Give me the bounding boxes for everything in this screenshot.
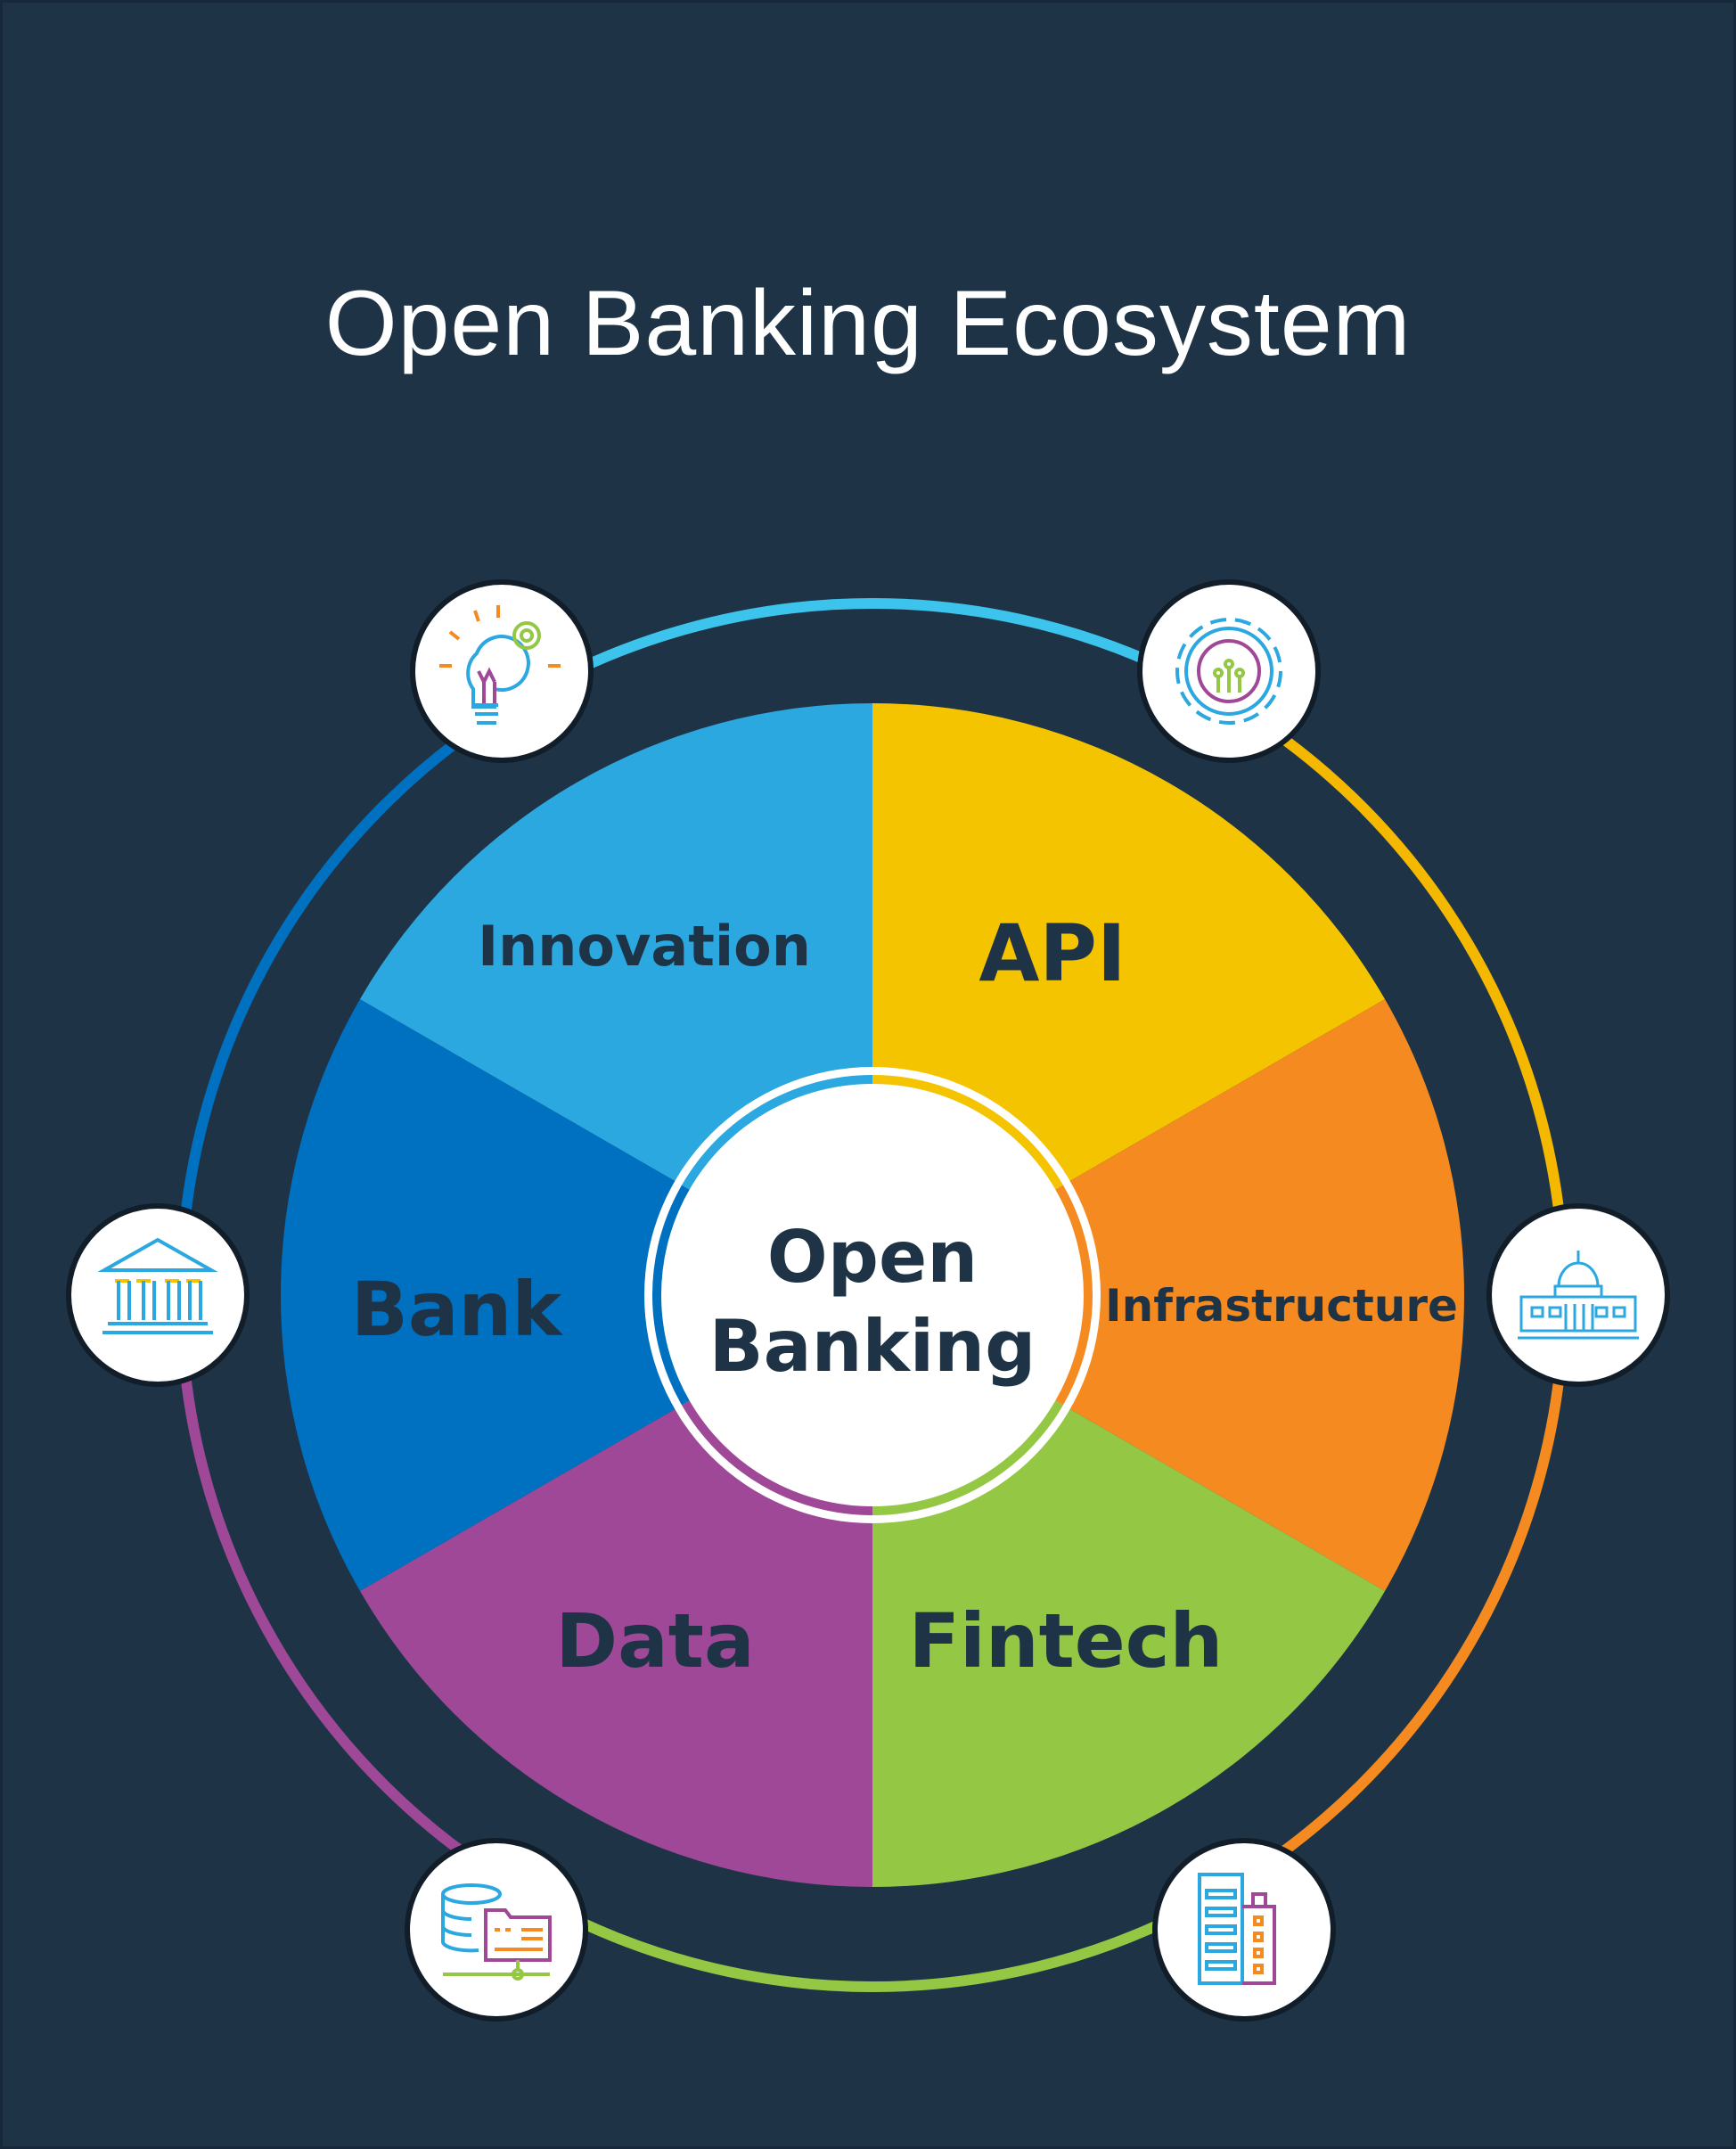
government-building-icon bbox=[1518, 1251, 1639, 1340]
outer-ring bbox=[176, 598, 1569, 1993]
outer-ring-arc bbox=[176, 697, 520, 1296]
center-ring-api bbox=[872, 1075, 1063, 1190]
center-ring-innovation bbox=[682, 1075, 873, 1190]
segment-label-fintech: Fintech bbox=[909, 1597, 1224, 1685]
center-ring-infrastructure bbox=[1055, 1185, 1093, 1406]
innovation-badge bbox=[410, 579, 594, 763]
center-ring bbox=[652, 1075, 1093, 1515]
page-title: Open Banking Ecosystem bbox=[325, 272, 1412, 375]
segment-label-bank: Bank bbox=[351, 1266, 564, 1353]
center-ring-fintech bbox=[872, 1400, 1063, 1515]
office-buildings-icon bbox=[1198, 1873, 1276, 1985]
segment-label-api: API bbox=[979, 907, 1126, 999]
bank-badge bbox=[66, 1203, 250, 1387]
api-badge bbox=[1137, 579, 1321, 763]
outer-ring-arc bbox=[176, 1294, 530, 1899]
segment-label-infrastructure: Infrastructure bbox=[1105, 1280, 1458, 1332]
outer-ring-arc bbox=[1215, 1294, 1569, 1899]
database-folder-icon bbox=[441, 1883, 552, 1981]
segment-label-innovation: Innovation bbox=[478, 914, 811, 979]
infrastructure-badge bbox=[1486, 1203, 1670, 1387]
center-ring-data bbox=[682, 1400, 873, 1515]
bank-icon bbox=[97, 1237, 218, 1334]
lightbulb-gear-icon bbox=[439, 605, 561, 725]
segment-bank bbox=[281, 999, 872, 1591]
center-circle bbox=[666, 1088, 1079, 1502]
outer-ring-arc bbox=[1225, 697, 1569, 1296]
data-badge bbox=[405, 1838, 588, 2022]
outer-ring-arc bbox=[524, 1889, 1221, 1993]
center-ring-bank bbox=[652, 1185, 690, 1406]
center-label-line1: Open bbox=[767, 1216, 978, 1299]
segment-infrastructure bbox=[872, 999, 1464, 1591]
outer-ring-arc bbox=[513, 598, 1232, 707]
fintech-badge bbox=[1152, 1838, 1336, 2022]
segment-label-data: Data bbox=[555, 1597, 754, 1685]
gear-circuit-icon bbox=[1175, 618, 1282, 725]
center-label-line2: Banking bbox=[709, 1305, 1036, 1388]
